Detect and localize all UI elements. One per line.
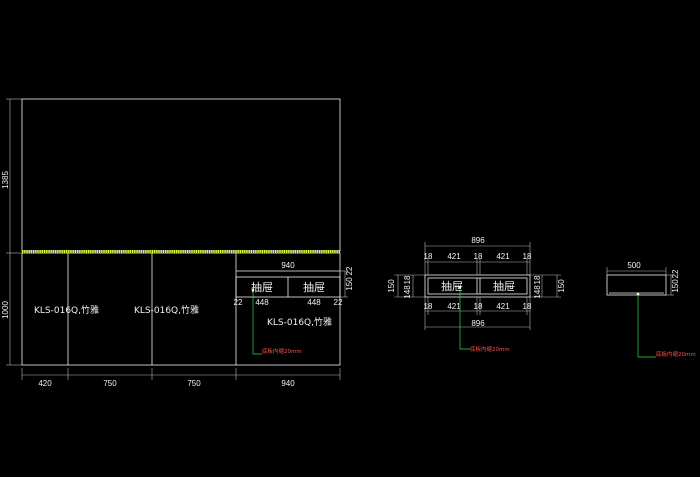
plan-drawer-label: 抽屉 bbox=[493, 279, 515, 293]
upper-panel-outline bbox=[21, 98, 341, 252]
plan-top-total: 896 bbox=[471, 236, 485, 245]
drawer-bottom-dim: 448 bbox=[307, 298, 321, 307]
plan-note-text: 底板内缩20mm bbox=[470, 345, 510, 353]
note-text: 底板内缩20mm bbox=[262, 347, 302, 355]
height-dim-upper: 1385 bbox=[1, 171, 10, 189]
section-small-dim: 22 bbox=[671, 269, 680, 278]
drawer-side-dim: 150 bbox=[345, 277, 354, 291]
plan-bottom-part: 18 bbox=[523, 302, 532, 311]
plan-note-leader bbox=[459, 287, 470, 350]
drawer-bottom-dim: 22 bbox=[334, 298, 343, 307]
section-note-leader bbox=[637, 294, 656, 358]
plan-bottom-part: 18 bbox=[474, 302, 483, 311]
bottom-dim-1: 420 bbox=[38, 379, 52, 388]
panel-label: KLS-016Q,竹雅 bbox=[134, 304, 199, 316]
drawer-side-small: 22 bbox=[345, 266, 354, 275]
section-height-dim: 150 bbox=[671, 279, 680, 293]
section-dimension-lines bbox=[606, 267, 674, 296]
bottom-dim-4: 940 bbox=[281, 379, 295, 388]
section-view bbox=[606, 274, 667, 296]
plan-bottom-part: 18 bbox=[424, 302, 433, 311]
plan-side-left-inner: 18 bbox=[403, 275, 412, 284]
plan-dimension-lines bbox=[394, 242, 561, 330]
bottom-dim-2: 750 bbox=[103, 379, 117, 388]
plan-view bbox=[424, 274, 531, 298]
plan-outer bbox=[424, 274, 531, 298]
plan-side-right: 150 bbox=[557, 279, 566, 293]
section-note-text: 底板内缩20mm bbox=[656, 350, 696, 358]
plan-side-left-inner2: 148 bbox=[403, 285, 412, 299]
leader-dot bbox=[636, 292, 640, 296]
plan-top-part: 18 bbox=[424, 252, 433, 261]
leader-dot bbox=[251, 288, 255, 292]
section-outline bbox=[606, 274, 667, 296]
height-dim-lower: 1000 bbox=[1, 301, 10, 319]
plan-side-right-inner2: 148 bbox=[533, 285, 542, 299]
drawer-label: 抽屉 bbox=[303, 280, 325, 294]
panel-label: KLS-016Q,竹雅 bbox=[267, 316, 332, 328]
note-leader bbox=[252, 290, 262, 355]
plan-bottom-total: 896 bbox=[471, 319, 485, 328]
plan-top-part: 18 bbox=[523, 252, 532, 261]
height-dimension-lines bbox=[6, 98, 348, 380]
plan-side-right-inner: 18 bbox=[533, 275, 542, 284]
plan-bottom-part: 421 bbox=[496, 302, 510, 311]
drawer-label: 抽屉 bbox=[251, 280, 273, 294]
plan-top-part: 421 bbox=[496, 252, 510, 261]
plan-top-part: 421 bbox=[447, 252, 461, 261]
drawer-top-dim: 940 bbox=[281, 261, 295, 270]
leader-dot bbox=[458, 285, 462, 289]
plan-side-left: 150 bbox=[387, 279, 396, 293]
bottom-dim-3: 750 bbox=[187, 379, 201, 388]
drawer-bottom-dim: 448 bbox=[255, 298, 269, 307]
drawer-bottom-dim: 22 bbox=[234, 298, 243, 307]
plan-inner bbox=[427, 277, 528, 295]
plan-top-part: 18 bbox=[474, 252, 483, 261]
section-width-dim: 500 bbox=[627, 261, 641, 270]
plan-bottom-part: 421 bbox=[447, 302, 461, 311]
plan-drawer-label: 抽屉 bbox=[441, 279, 463, 293]
panel-label: KLS-016Q,竹雅 bbox=[34, 304, 99, 316]
